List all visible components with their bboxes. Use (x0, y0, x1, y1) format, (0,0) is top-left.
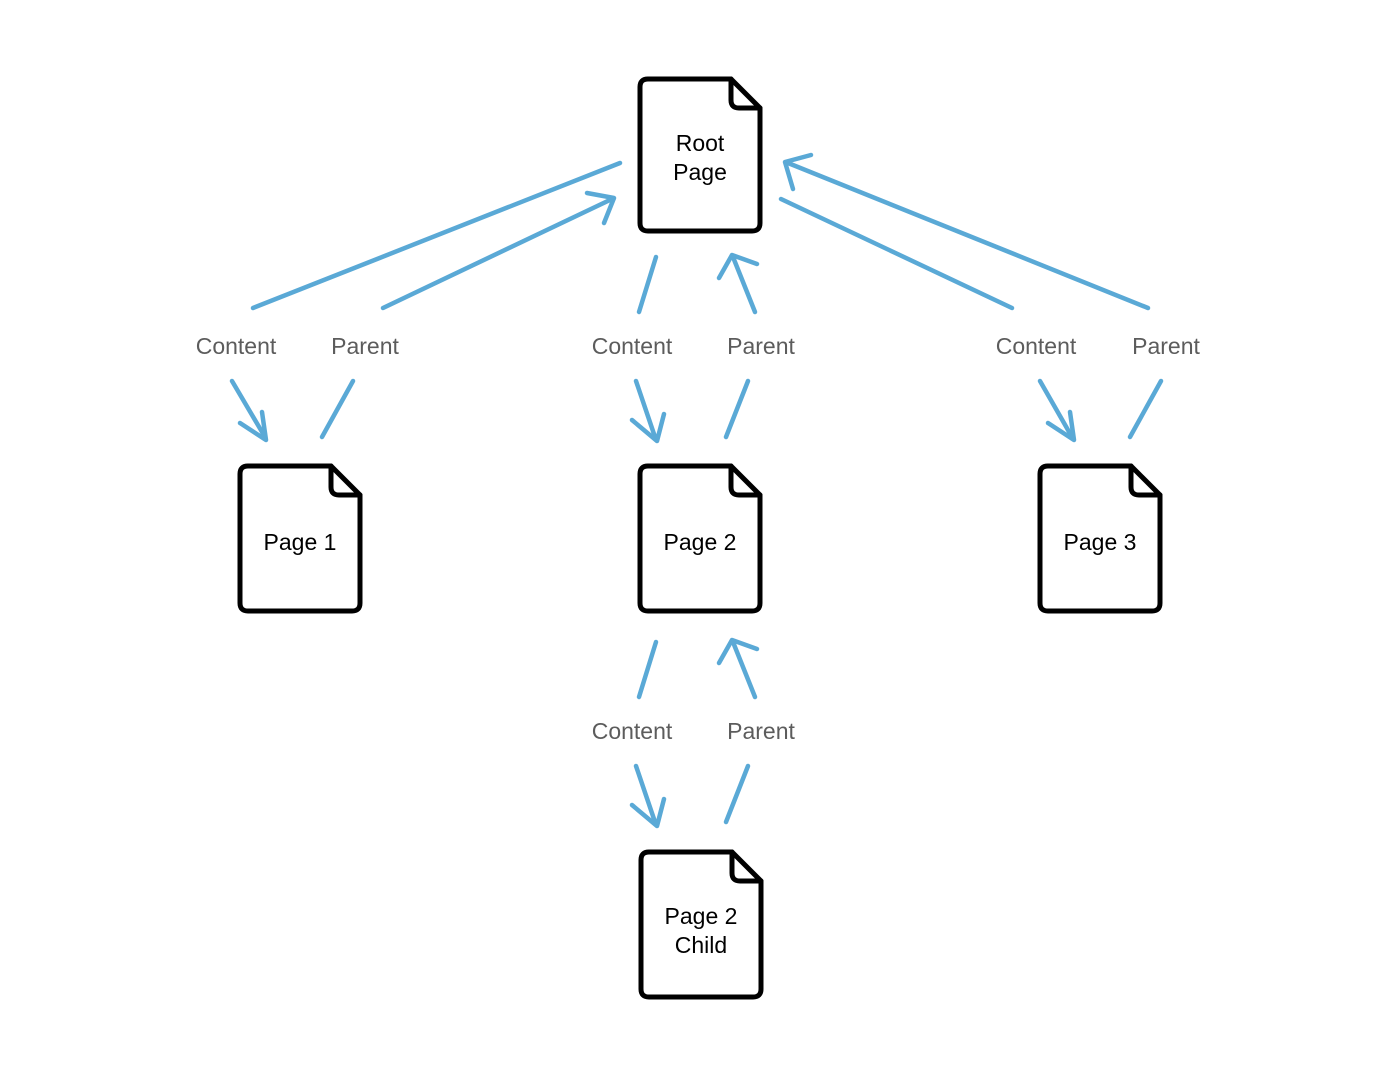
edge-line-parent-page3-lower (1127, 378, 1164, 440)
edge-line-content-page2child-upper (636, 639, 659, 700)
edge-line-parent-page2-upper (730, 254, 758, 315)
edge-label-parent-page3: Parent (1132, 333, 1200, 359)
node-page-1-shape (237, 463, 363, 614)
edge-label-parent-page2child: Parent (727, 718, 795, 744)
edge-page2-content-page2child (629, 639, 667, 829)
arrowhead-content-page2child (629, 796, 667, 829)
edge-page2child-parent-page2 (716, 637, 760, 825)
edge-root-content-page1 (229, 160, 623, 443)
node-page-2-shape (637, 463, 763, 614)
edge-line-parent-page2-lower (723, 378, 751, 440)
edge-line-parent-page2child-lower (723, 763, 751, 825)
edge-page1-parent-root (319, 190, 617, 440)
edge-line-parent-page1-lower (319, 378, 356, 440)
edge-line-content-page1-upper (250, 160, 623, 311)
edge-page3-parent-root (782, 152, 1164, 440)
edge-page2-parent-root (716, 252, 760, 440)
node-page-3-shape (1037, 463, 1163, 614)
arrowhead-parent-page2 (716, 252, 760, 281)
node-page-3-fold-icon (1128, 463, 1163, 498)
edge-line-content-page2child-lower (633, 763, 658, 825)
arrowhead-parent-page3 (782, 152, 814, 192)
node-page-2-child-fold-icon (729, 849, 764, 884)
edge-label-content-page2: Content (592, 333, 673, 359)
node-root-page-shape (637, 76, 763, 234)
arrowhead-parent-page1 (584, 190, 617, 226)
node-page-2-child[interactable]: Page 2 Child (638, 849, 764, 1000)
edge-label-content-page2child: Content (592, 718, 673, 744)
edge-line-parent-page3-upper (785, 160, 1151, 311)
node-page-1[interactable]: Page 1 (237, 463, 363, 614)
edge-line-parent-page2child-upper (730, 639, 758, 700)
edge-label-parent-page2: Parent (727, 333, 795, 359)
edge-root-content-page3 (778, 196, 1077, 443)
node-page-1-label: Page 1 (264, 529, 337, 555)
node-root-page-label-line2: Page (673, 159, 727, 185)
node-page-3-label: Page 3 (1064, 529, 1137, 555)
arrowhead-content-page2 (629, 411, 667, 444)
edge-label-content-page1: Content (196, 333, 277, 359)
node-page-2-child-shape (638, 849, 764, 1000)
edge-line-parent-page1-upper (380, 196, 615, 311)
arrowhead-content-page3 (1045, 409, 1077, 443)
node-page-2[interactable]: Page 2 (637, 463, 763, 614)
edge-label-content-page3: Content (996, 333, 1077, 359)
node-page-3[interactable]: Page 3 (1037, 463, 1163, 614)
edge-label-parent-page1: Parent (331, 333, 399, 359)
node-page-2-child-label-line1: Page 2 (665, 903, 738, 929)
node-page-1-fold-icon (328, 463, 363, 498)
edge-line-content-page2-lower (633, 378, 658, 440)
node-root-page-fold-icon (728, 76, 763, 111)
node-root-page[interactable]: Root Page (637, 76, 763, 234)
arrowhead-parent-page2child (716, 637, 760, 666)
node-page-2-child-label-line2: Child (675, 932, 727, 958)
edge-line-content-page3-upper (778, 196, 1015, 311)
edge-line-content-page1-lower (229, 378, 268, 440)
node-page-2-fold-icon (728, 463, 763, 498)
edge-line-content-page2-upper (636, 254, 659, 315)
arrowhead-content-page1 (237, 409, 269, 443)
node-root-page-label-line1: Root (676, 130, 725, 156)
edge-root-content-page2 (629, 254, 667, 444)
edge-line-content-page3-lower (1037, 378, 1075, 440)
node-page-2-label: Page 2 (664, 529, 737, 555)
